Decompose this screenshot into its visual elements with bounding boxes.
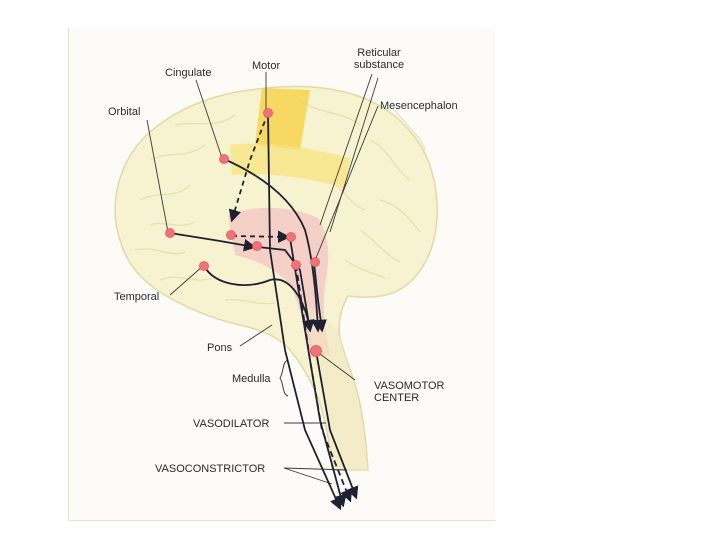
medulla-bracket-icon [280,360,288,396]
reticular-label-line2: substance [348,59,410,71]
pons-label: Pons [207,342,232,354]
orbital-node [166,229,175,238]
cingulate-label: Cingulate [165,67,211,79]
vasomotor-center-label-line1: VASOMOTOR [374,380,445,392]
cingulate-node [220,155,229,164]
orbital-label: Orbital [108,106,140,118]
vasoconstrictor-label: VASOCONSTRICTOR [155,463,265,475]
mesencephalon-label: Mesencephalon [380,100,458,112]
temporal-node [200,262,209,271]
motor-node [264,109,273,118]
reticular-label-line1: Reticular [348,47,410,59]
vasomotor-center-node [311,346,322,357]
dashed-origin-node [227,231,236,240]
reticular-node [287,233,296,242]
hypothalamic-node [292,261,301,270]
temporal-label: Temporal [114,291,159,303]
medulla-label: Medulla [232,373,271,385]
motor-label: Motor [252,60,280,72]
vasodilator-label: VASODILATOR [193,418,269,430]
center-node [253,242,262,251]
vasomotor-center-label-line2: CENTER [374,392,419,404]
mesencephalon-node [311,258,320,267]
